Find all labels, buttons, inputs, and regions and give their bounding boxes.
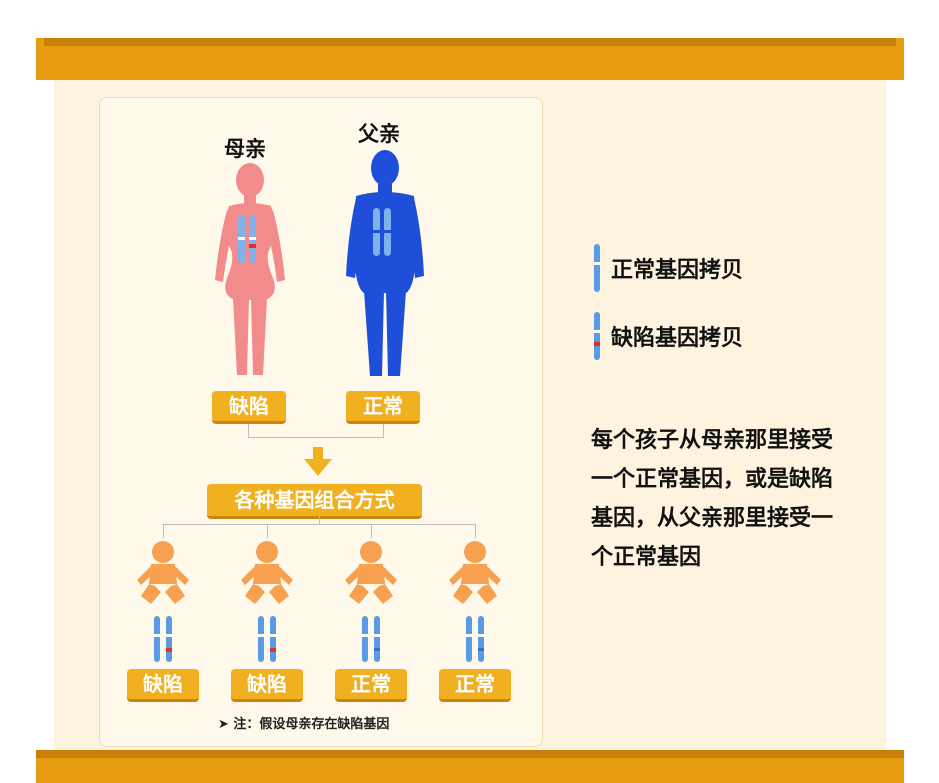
legend-normal: 正常基因拷贝 <box>593 244 743 292</box>
child-3-status-badge: 正常 <box>335 669 407 702</box>
down-arrow-icon <box>304 447 332 476</box>
child-2-icon <box>241 541 293 604</box>
mother-figure <box>215 163 285 375</box>
scroll-bottom-roller <box>36 750 904 783</box>
inheritance-description: 每个孩子从母亲那里接受一个正常基因，或是缺陷基因，从父亲那里接受一个正常基因 <box>591 428 834 570</box>
legend-normal-label: 正常基因拷贝 <box>611 258 744 283</box>
child-4-connector <box>475 524 476 538</box>
mother-label: 母亲 <box>224 137 266 161</box>
combo-bar-connector <box>319 516 320 525</box>
child-4-status-badge: 正常 <box>439 669 511 702</box>
father-chromosomes <box>373 208 391 256</box>
child-3-connector <box>371 524 372 538</box>
legend-defect-label: 缺陷基因拷贝 <box>611 326 744 351</box>
child-1-chromosomes <box>154 616 172 662</box>
child-3-icon <box>345 541 397 604</box>
parents-join-line <box>248 437 384 438</box>
legend-defect: 缺陷基因拷贝 <box>593 312 743 360</box>
father-figure <box>346 150 424 376</box>
mother-status-badge: 缺陷 <box>212 391 286 424</box>
child-1-icon <box>137 541 189 604</box>
normal-gene-icon <box>594 244 600 292</box>
father-connector <box>383 424 384 438</box>
father-label: 父亲 <box>358 122 400 146</box>
scroll-top-roller <box>36 38 904 80</box>
defect-gene-icon <box>594 312 600 360</box>
father-status-badge: 正常 <box>346 391 420 424</box>
footnote: ➤ 注：假设母亲存在缺陷基因 <box>218 717 390 732</box>
combinations-bar: 各种基因组合方式 <box>207 484 422 519</box>
child-4-chromosomes <box>466 616 484 662</box>
child-2-connector <box>267 524 268 538</box>
child-2-chromosomes <box>258 616 276 662</box>
child-4-icon <box>449 541 501 604</box>
mother-connector <box>248 424 249 438</box>
child-1-status-badge: 缺陷 <box>127 669 199 702</box>
child-1-connector <box>163 524 164 538</box>
mother-chromosomes <box>238 215 256 263</box>
child-2-status-badge: 缺陷 <box>231 669 303 702</box>
child-3-chromosomes <box>362 616 380 662</box>
